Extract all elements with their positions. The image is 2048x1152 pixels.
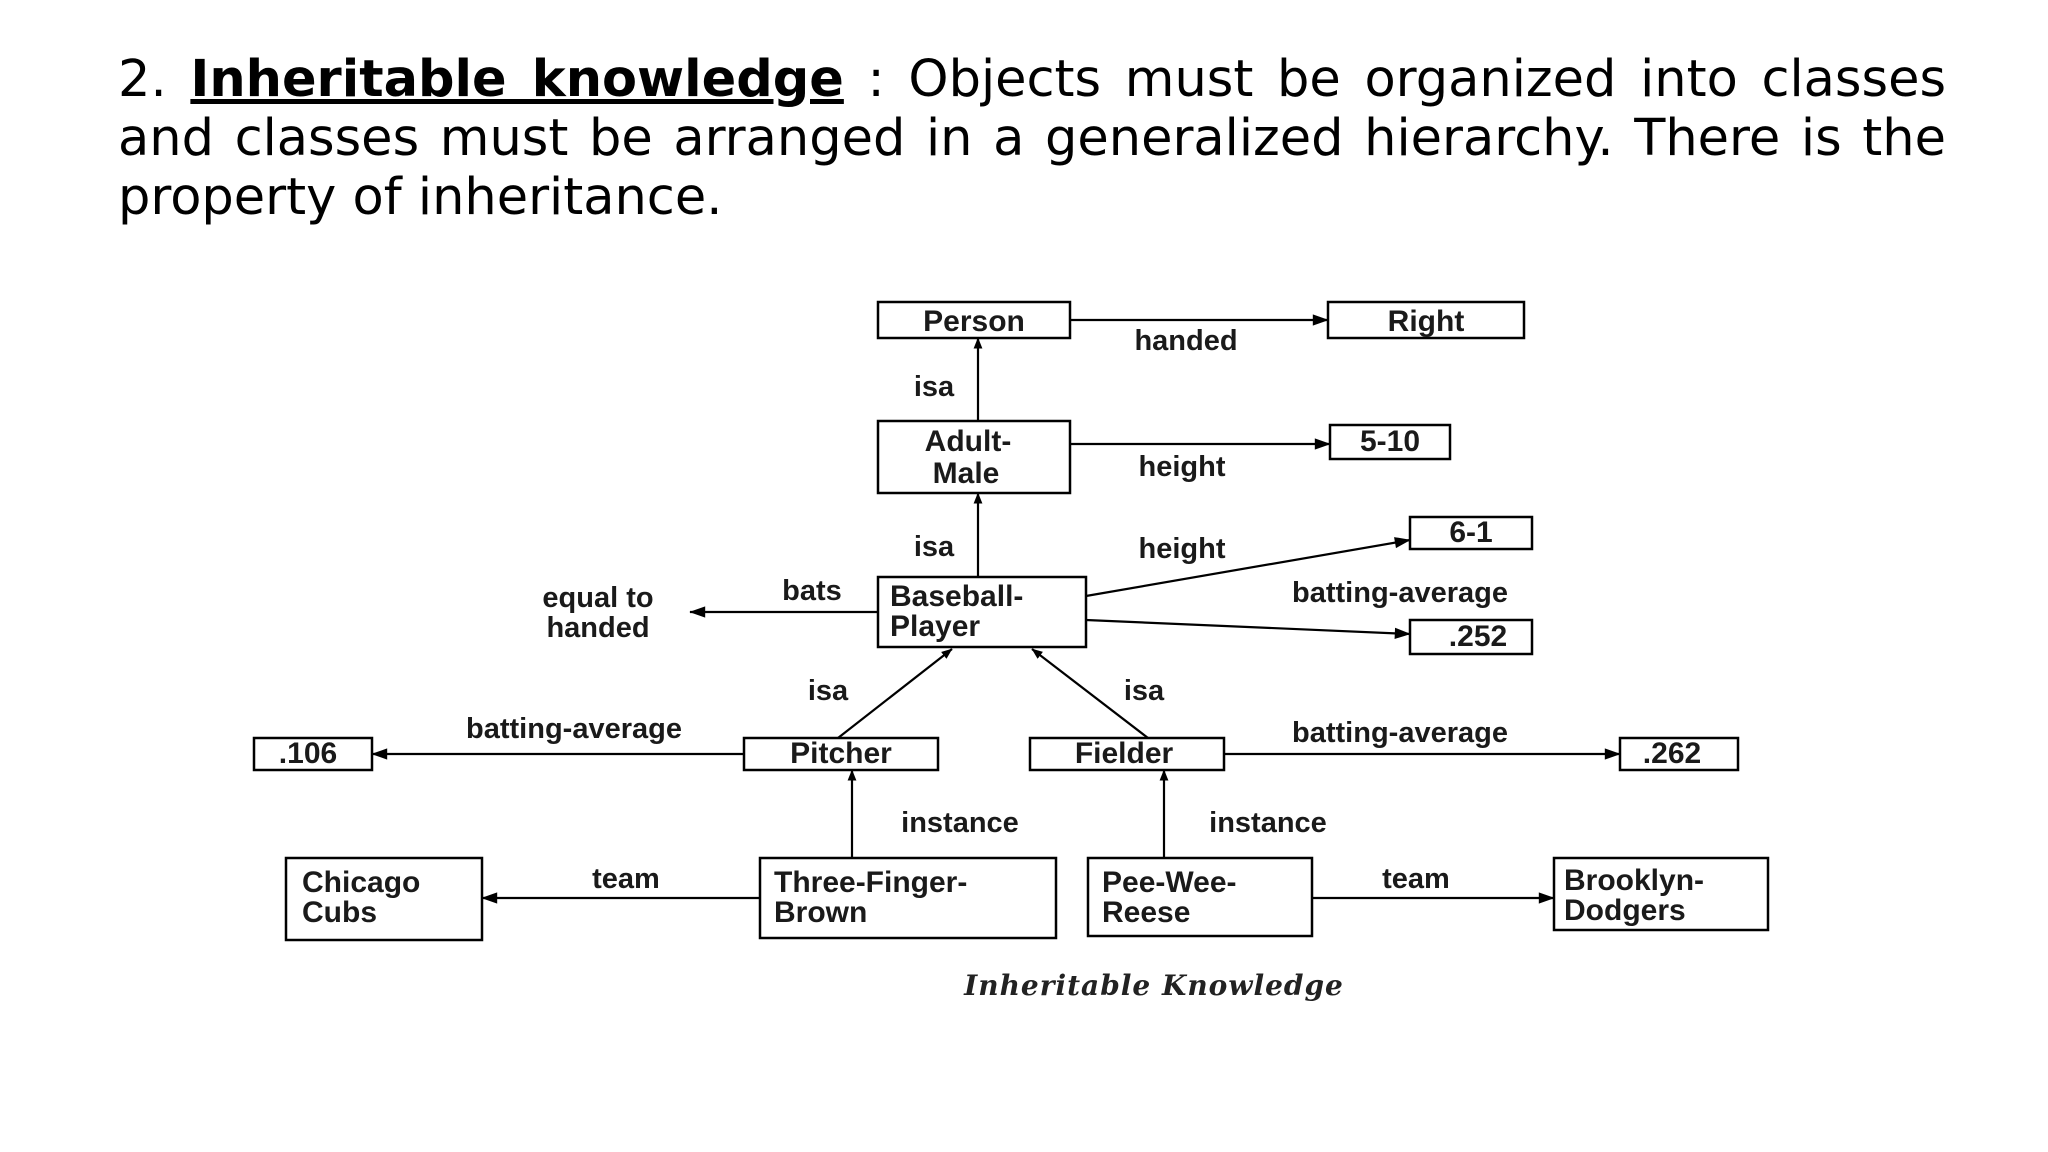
node-fielder: Fielder [1028,736,1226,772]
svg-text:.262: .262 [1643,737,1701,770]
svg-text:Brooklyn-: Brooklyn- [1564,864,1704,897]
slide-paragraph: 2. Inheritable knowledge : Objects must … [118,50,1946,227]
node-right: Right [1326,300,1526,340]
svg-text:isa: isa [914,371,955,403]
term-inheritable-knowledge: Inheritable knowledge [190,50,844,109]
node-pitcher: Pitcher [742,736,940,772]
svg-text:Three-Finger-: Three-Finger- [774,866,967,899]
edge-brown-team-chicago: team [481,863,760,904]
edge-baseball-player-height: height [1085,533,1411,598]
svg-text:height: height [1139,533,1226,565]
term-separator: : [843,50,909,109]
edge-baseball-player-batting-average: batting-average [1085,577,1508,639]
svg-text:isa: isa [914,531,955,563]
node-106: .106 [252,736,374,772]
node-three-finger-brown: Three-Finger- Brown [758,856,1058,940]
svg-text:Pitcher: Pitcher [790,737,892,770]
item-number: 2. [118,50,167,109]
node-brooklyn-dodgers: Brooklyn- Dodgers [1552,856,1770,932]
edge-brown-instance-pitcher: instance [847,769,1019,858]
diagram-caption: Inheritable Knowledge [963,969,1344,1002]
definition-text: Objects must be organized into classes a… [118,50,1947,227]
edge-adult-male-isa-person: isa [914,337,983,421]
edge-person-handed-right: handed [1070,314,1329,357]
svg-text:Cubs: Cubs [302,896,377,929]
svg-text:Right: Right [1388,305,1465,338]
edge-baseball-player-bats: bats [689,575,878,618]
node-6-1: 6-1 [1408,515,1534,551]
node-5-10: 5-10 [1328,423,1452,461]
svg-text:instance: instance [901,807,1019,839]
svg-text:height: height [1139,451,1226,483]
node-252: .252 [1408,618,1534,656]
node-262: .262 [1618,736,1740,772]
svg-text:isa: isa [1124,675,1165,707]
node-adult-male: Adult- Male [876,419,1072,495]
svg-text:instance: instance [1209,807,1327,839]
svg-text:isa: isa [808,675,849,707]
edge-fielder-isa-baseball-player: isa [1031,648,1165,739]
svg-text:Dodgers: Dodgers [1564,894,1686,927]
svg-text:.252: .252 [1449,620,1507,653]
node-pee-wee-reese: Pee-Wee- Reese [1086,856,1314,938]
svg-text:5-10: 5-10 [1360,425,1420,458]
svg-text:bats: bats [782,575,842,607]
svg-text:batting-average: batting-average [1292,577,1508,609]
svg-text:batting-average: batting-average [1292,717,1508,749]
svg-text:Chicago: Chicago [302,866,420,899]
node-baseball-player: Baseball- Player [876,575,1088,649]
edge-pitcher-isa-baseball-player: isa [808,648,953,739]
edge-fielder-batting-average: batting-average [1224,717,1621,760]
node-equal-to-handed: equal to handed [542,582,653,644]
svg-text:handed: handed [546,612,649,644]
svg-text:batting-average: batting-average [466,713,682,745]
svg-text:.106: .106 [279,737,337,770]
svg-text:Person: Person [923,305,1025,338]
svg-text:team: team [592,863,660,895]
svg-text:Adult-: Adult- [925,425,1012,458]
svg-text:Player: Player [890,610,980,643]
edge-baseball-player-isa-adult-male: isa [914,492,983,577]
svg-text:Brown: Brown [774,896,867,929]
node-person: Person [876,300,1072,340]
svg-text:Pee-Wee-: Pee-Wee- [1102,866,1237,899]
svg-text:Reese: Reese [1102,896,1190,929]
svg-text:team: team [1382,863,1450,895]
node-chicago-cubs: Chicago Cubs [284,856,484,942]
svg-text:6-1: 6-1 [1449,516,1492,549]
edge-reese-instance-fielder: instance [1159,769,1327,858]
svg-text:handed: handed [1134,325,1237,357]
edge-reese-team-brooklyn: team [1312,863,1555,904]
svg-text:equal to: equal to [542,582,653,614]
edge-pitcher-batting-average: batting-average [371,713,744,760]
svg-text:Fielder: Fielder [1075,737,1174,770]
edge-adult-male-height: height [1070,438,1331,483]
svg-text:Baseball-: Baseball- [890,580,1023,613]
svg-text:Male: Male [933,457,1000,490]
